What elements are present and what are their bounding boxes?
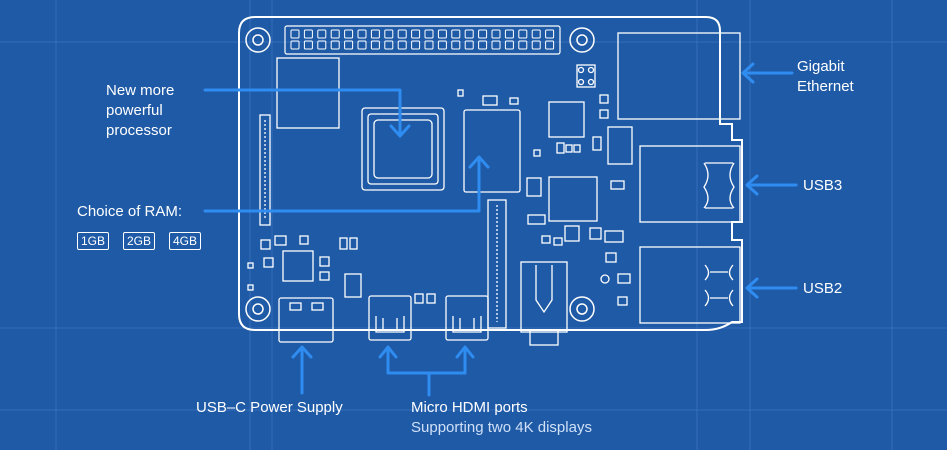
ethernet-label-line-2: Ethernet <box>797 78 854 95</box>
gpio-pin <box>451 29 461 39</box>
gpio-pin <box>437 29 447 39</box>
gpio-pin <box>290 29 300 39</box>
gpio-pin <box>437 40 447 50</box>
gpio-pin <box>303 40 313 50</box>
ram-option-1gb: 1GB <box>77 232 110 250</box>
gpio-pin <box>518 40 528 50</box>
callout-arrows <box>203 62 798 397</box>
gpio-pin <box>518 29 528 39</box>
gpio-pin <box>504 29 514 39</box>
gpio-pin <box>491 40 501 50</box>
gpio-pin <box>545 40 555 50</box>
ram-option-4gb: 4GB <box>169 232 202 250</box>
gpio-pin <box>397 29 407 39</box>
gpio-pin <box>397 40 407 50</box>
usb3-label: USB3 <box>803 177 843 194</box>
gpio-pin <box>370 40 380 50</box>
gpio-pin <box>357 29 367 39</box>
gpio-pin <box>424 29 434 39</box>
gpio-pin <box>344 40 354 50</box>
gpio-pin <box>451 40 461 50</box>
gpio-pin <box>531 29 541 39</box>
gpio-pin <box>411 40 421 50</box>
board-outline <box>238 16 743 331</box>
usb2-label: USB2 <box>803 280 843 297</box>
gpio-pin <box>464 40 474 50</box>
gpio-pin <box>491 29 501 39</box>
hdmi-sublabel: Supporting two 4K displays <box>411 419 592 436</box>
gpio-pin <box>330 40 340 50</box>
gpio-pin <box>478 40 488 50</box>
gpio-pin <box>357 40 367 50</box>
gpio-pin <box>464 29 474 39</box>
power-supply-label: USB–C Power Supply <box>196 399 343 416</box>
gpio-pin <box>384 29 394 39</box>
gpio-pin <box>290 40 300 50</box>
processor-label-line-1: New more <box>106 82 175 99</box>
processor-label-line-2: powerful <box>106 102 163 119</box>
gpio-pin <box>478 29 488 39</box>
gpio-pin <box>504 40 514 50</box>
board-components <box>247 32 741 346</box>
gpio-pin <box>545 29 555 39</box>
mounting-holes <box>245 27 595 322</box>
hdmi-label: Micro HDMI ports <box>411 399 528 416</box>
gpio-pin <box>330 29 340 39</box>
gpio-pin <box>424 40 434 50</box>
ram-label: Choice of RAM: <box>77 203 183 220</box>
gpio-header <box>284 25 561 55</box>
gpio-pin <box>531 40 541 50</box>
gpio-pin <box>317 40 327 50</box>
ethernet-label-line-1: Gigabit <box>797 58 845 75</box>
processor-label-line-3: processor <box>106 122 172 139</box>
gpio-pin <box>344 29 354 39</box>
gpio-pin <box>384 40 394 50</box>
gpio-pin <box>411 29 421 39</box>
gpio-pin <box>317 29 327 39</box>
gpio-pin <box>370 29 380 39</box>
ram-option-2gb: 2GB <box>123 232 156 250</box>
gpio-pin <box>303 29 313 39</box>
